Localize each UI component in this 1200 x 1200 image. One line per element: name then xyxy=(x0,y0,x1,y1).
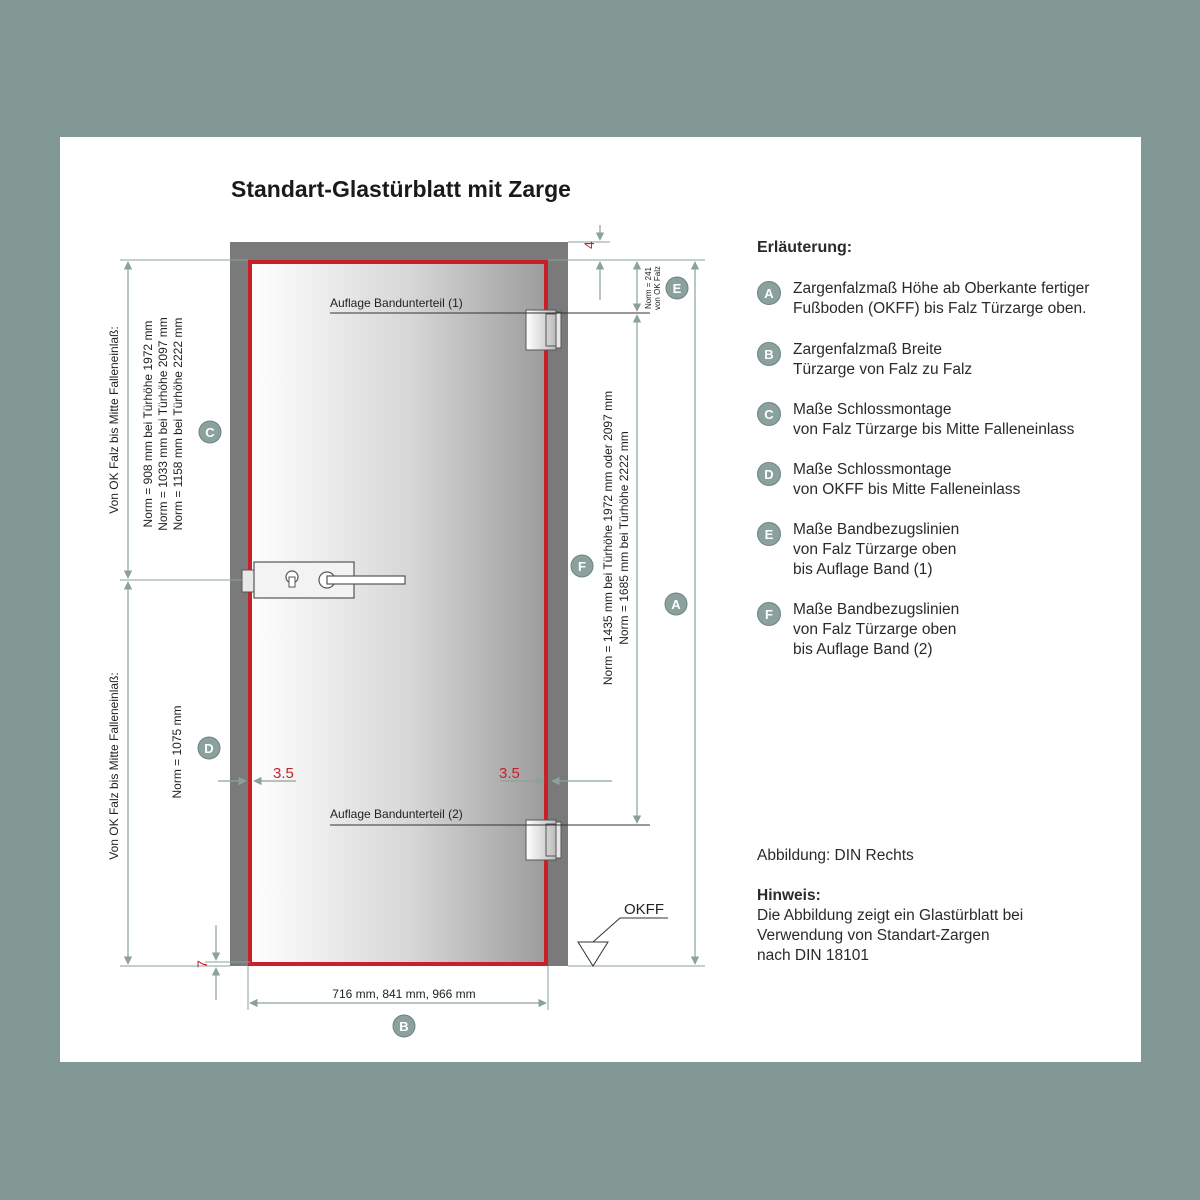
d-norm: Norm = 1075 mm xyxy=(170,705,184,798)
c-norm-3: Norm = 1158 mm bei Türhöhe 2222 mm xyxy=(171,318,185,531)
extension-lines xyxy=(120,241,705,1010)
svg-text:A: A xyxy=(671,597,681,612)
legend-text-d: Maße Schlossmontage von OKFF bis Mitte F… xyxy=(793,461,1021,498)
note: Hinweis: Die Abbildung zeigt ein Glastür… xyxy=(757,886,1137,966)
f-norm-2: Norm = 1685 mm bei Türhöhe 2222 mm xyxy=(617,431,631,645)
top-gap-value: 4 xyxy=(581,241,597,249)
dimension-lines xyxy=(123,225,700,1008)
c-norm-1: Norm = 908 mm bei Türhöhe 1972 mm xyxy=(141,321,155,528)
svg-text:B: B xyxy=(399,1019,408,1034)
legend-text-c: Maße Schlossmontage von Falz Türzarge bi… xyxy=(793,401,1075,438)
marker-c: C xyxy=(198,420,222,444)
note-body: Die Abbildung zeigt ein Glastürblatt bei… xyxy=(757,907,1024,964)
legend-text-f: Maße Bandbezugslinien von Falz Türzarge … xyxy=(793,601,960,658)
hinge-top xyxy=(525,309,562,351)
d-side-label: Von OK Falz bis Mitte Falleneinlaß: xyxy=(107,672,121,859)
gap-left-value: 3.5 xyxy=(273,765,294,782)
marker-a: A xyxy=(664,592,688,616)
svg-text:D: D xyxy=(204,741,213,756)
floor-symbol xyxy=(577,917,668,967)
bottom-gap-value: 7 xyxy=(194,960,210,968)
svg-text:C: C xyxy=(205,425,215,440)
hinge-bottom-label: Auflage Bandunterteil (2) xyxy=(330,807,463,821)
e-norm-1: Norm = 241 xyxy=(644,266,653,309)
legend-badge-d: D xyxy=(757,462,781,486)
legend-heading: Erläuterung: xyxy=(757,239,853,256)
marker-b: B xyxy=(392,1014,416,1038)
hinge-reference-lines xyxy=(330,312,650,826)
svg-text:F: F xyxy=(578,559,586,574)
legend: Erläuterung: A Zargenfalzmaß Höhe ab Obe… xyxy=(757,239,1137,658)
hinge-top-label: Auflage Bandunterteil (1) xyxy=(330,296,463,310)
marker-e: E xyxy=(665,276,689,300)
width-label: 716 mm, 841 mm, 966 mm xyxy=(332,987,475,1001)
diagram-title: Standart-Glastürblatt mit Zarge xyxy=(231,176,571,202)
e-norm-2: von OK Falz xyxy=(653,266,662,310)
hinge-bottom xyxy=(525,819,562,861)
legend-text-b: Zargenfalzmaß Breite Türzarge von Falz z… xyxy=(793,341,973,378)
legend-badge-f: F xyxy=(757,602,781,626)
legend-badge-b: B xyxy=(757,342,781,366)
legend-text-e: Maße Bandbezugslinien von Falz Türzarge … xyxy=(793,521,960,578)
f-norm-1: Norm = 1435 mm bei Türhöhe 1972 mm oder … xyxy=(601,391,615,685)
marker-f: F xyxy=(570,554,594,578)
legend-badge-c: C xyxy=(757,402,781,426)
floor-label: OKFF xyxy=(624,901,664,918)
c-side-label: Von OK Falz bis Mitte Falleneinlaß: xyxy=(107,326,121,513)
legend-badge-e: E xyxy=(757,522,781,546)
gap-right-value: 3.5 xyxy=(499,765,520,782)
c-norm-2: Norm = 1033 mm bei Türhöhe 2097 mm xyxy=(156,317,170,531)
figure-caption: Abbildung: DIN Rechts xyxy=(757,847,914,864)
svg-text:E: E xyxy=(673,281,682,296)
legend-text-a: Zargenfalzmaß Höhe ab Oberkante fertiger… xyxy=(793,280,1090,317)
glass-door-leaf xyxy=(248,260,548,966)
note-title: Hinweis: xyxy=(757,887,821,904)
marker-d: D xyxy=(197,736,221,760)
lock-and-handle xyxy=(241,561,406,599)
legend-badge-a: A xyxy=(757,281,781,305)
